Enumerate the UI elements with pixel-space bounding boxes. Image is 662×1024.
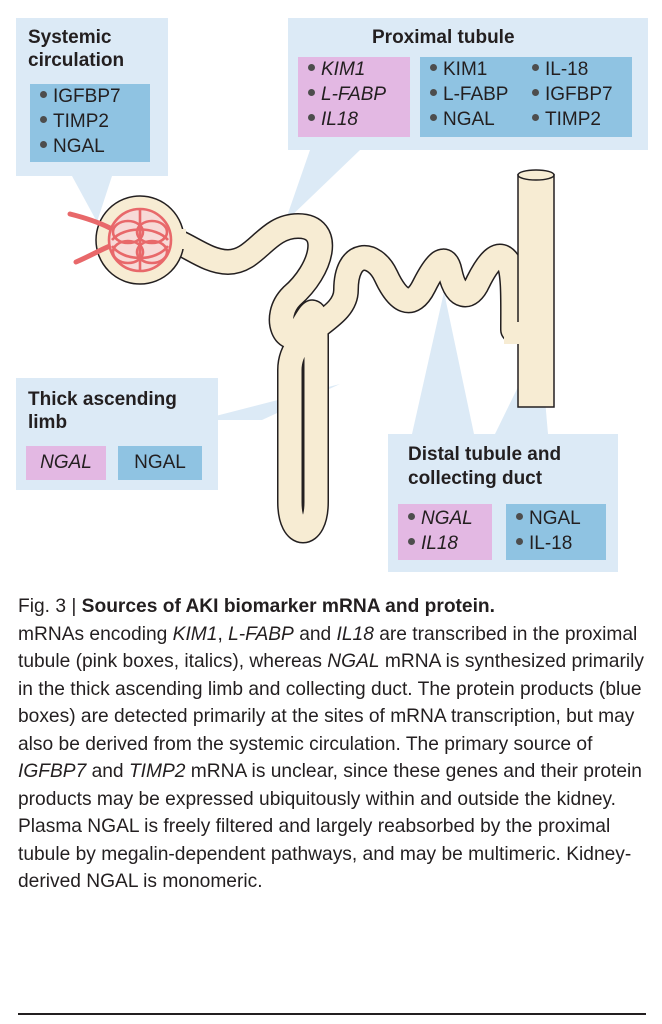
proximal-mrna-box: KIM1 L-FABP IL18 [298, 57, 410, 137]
systemic-title-line1: Systemic [28, 27, 112, 48]
caption-gene: IGFBP7 [18, 761, 87, 782]
caption-segment: mRNAs encoding [18, 623, 173, 645]
list-item: IL18 [408, 531, 492, 556]
mrna-name: IL18 [321, 109, 358, 130]
callout-systemic [72, 176, 112, 222]
list-item: IGFBP7 [40, 84, 150, 109]
bullet-icon [532, 89, 539, 97]
distal-mrna-box: NGAL IL18 [398, 504, 492, 560]
caption-segment: are transcribed in the proximal tubule (… [18, 623, 638, 673]
glomerulus [107, 207, 173, 273]
figure-caption: Fig. 3 | Sources of AKI biomarker mRNA a… [18, 593, 650, 896]
thick-protein-box: NGAL [118, 446, 202, 480]
bullet-icon [430, 89, 437, 97]
list-item: KIM1 [308, 57, 410, 82]
protein-name: NGAL [443, 109, 495, 130]
caption-gene: TIMP2 [128, 761, 186, 782]
callout-distal-1 [412, 292, 474, 434]
protein-name: L-FABP [443, 84, 509, 105]
protein-name: KIM1 [443, 59, 488, 80]
protein-name: IGFBP7 [53, 86, 121, 107]
thick-mrna-box: NGAL [26, 446, 106, 480]
caption-segment: and [293, 623, 337, 645]
thick-title-line1: Thick ascending [28, 389, 177, 410]
list-item: NGAL [40, 134, 150, 159]
protein-name: TIMP2 [545, 109, 601, 130]
caption-segment: mRNA is synthesized primarily in the thi… [18, 651, 644, 755]
nephron-diagram [67, 150, 555, 544]
mrna-name: L-FABP [321, 84, 387, 105]
protein-name: IL-18 [545, 59, 589, 80]
arterioles [67, 211, 113, 265]
protein-name: IL-18 [529, 533, 573, 554]
distal-protein-box: NGAL IL-18 [506, 504, 606, 560]
caption-title: Sources of AKI biomarker mRNA and protei… [81, 596, 495, 617]
list-item: NGAL [430, 107, 508, 132]
list-item: IGFBP7 [532, 82, 613, 107]
caption-separator: | [71, 596, 77, 617]
proximal-title: Proximal tubule [372, 27, 515, 48]
distal-title-line1: Distal tubule and [408, 444, 562, 465]
bottom-rule [18, 1013, 646, 1015]
caption-segment: , [217, 623, 229, 645]
bullet-icon [516, 513, 523, 521]
protein-column-1: KIM1 L-FABP NGAL [430, 57, 508, 132]
mrna-name: IL18 [421, 533, 458, 554]
list-item: TIMP2 [40, 109, 150, 134]
collecting-duct [504, 169, 555, 408]
distal-title-line2: collecting duct [408, 468, 543, 489]
list-item: NGAL [408, 506, 492, 531]
systemic-title-line2: circulation [28, 50, 125, 71]
bullet-icon [308, 89, 315, 97]
mrna-name: KIM1 [321, 59, 366, 80]
list-item: L-FABP [308, 82, 410, 107]
protein-name: NGAL [53, 136, 105, 157]
bullet-icon [516, 538, 523, 546]
list-item: IL-18 [532, 57, 613, 82]
caption-segment: mRNA is unclear, since these genes and t… [18, 761, 642, 892]
bullet-icon [532, 114, 539, 122]
list-item: L-FABP [430, 82, 508, 107]
bullet-icon [430, 114, 437, 122]
systemic-protein-box: IGFBP7 TIMP2 NGAL [30, 84, 150, 162]
bullet-icon [308, 114, 315, 122]
caption-gene: KIM1 [172, 623, 218, 645]
proximal-protein-box: KIM1 L-FABP NGAL IL-18 IGFBP7 TIMP2 [420, 57, 632, 137]
figure-label: Fig. 3 [18, 596, 66, 617]
caption-segment: and [86, 761, 129, 782]
thick-title-line2: limb [28, 412, 68, 433]
caption-gene: IL18 [336, 623, 374, 645]
protein-name: IGFBP7 [545, 84, 613, 105]
bullet-icon [408, 538, 415, 546]
bullet-icon [532, 64, 539, 72]
list-item: TIMP2 [532, 107, 613, 132]
nephron-figure: Systemic circulation IGFBP7 TIMP2 NGAL P… [16, 18, 648, 572]
caption-gene: NGAL [327, 651, 380, 672]
list-item: KIM1 [430, 57, 508, 82]
protein-name: NGAL [529, 508, 581, 529]
tubule [137, 213, 527, 544]
protein-column-2: IL-18 IGFBP7 TIMP2 [532, 57, 613, 132]
mrna-name: NGAL [421, 508, 473, 529]
bullet-icon [408, 513, 415, 521]
protein-name: TIMP2 [53, 111, 109, 132]
caption-text: Fig. 3 | Sources of AKI biomarker mRNA a… [18, 593, 650, 896]
caption-gene: L-FABP [228, 623, 294, 645]
bullet-icon [40, 116, 47, 124]
bullet-icon [40, 91, 47, 99]
list-item: IL-18 [516, 531, 606, 556]
bullet-icon [308, 64, 315, 72]
list-item: IL18 [308, 107, 410, 132]
list-item: NGAL [516, 506, 606, 531]
bullet-icon [40, 141, 47, 149]
callout-proximal [285, 150, 360, 222]
bullet-icon [430, 64, 437, 72]
